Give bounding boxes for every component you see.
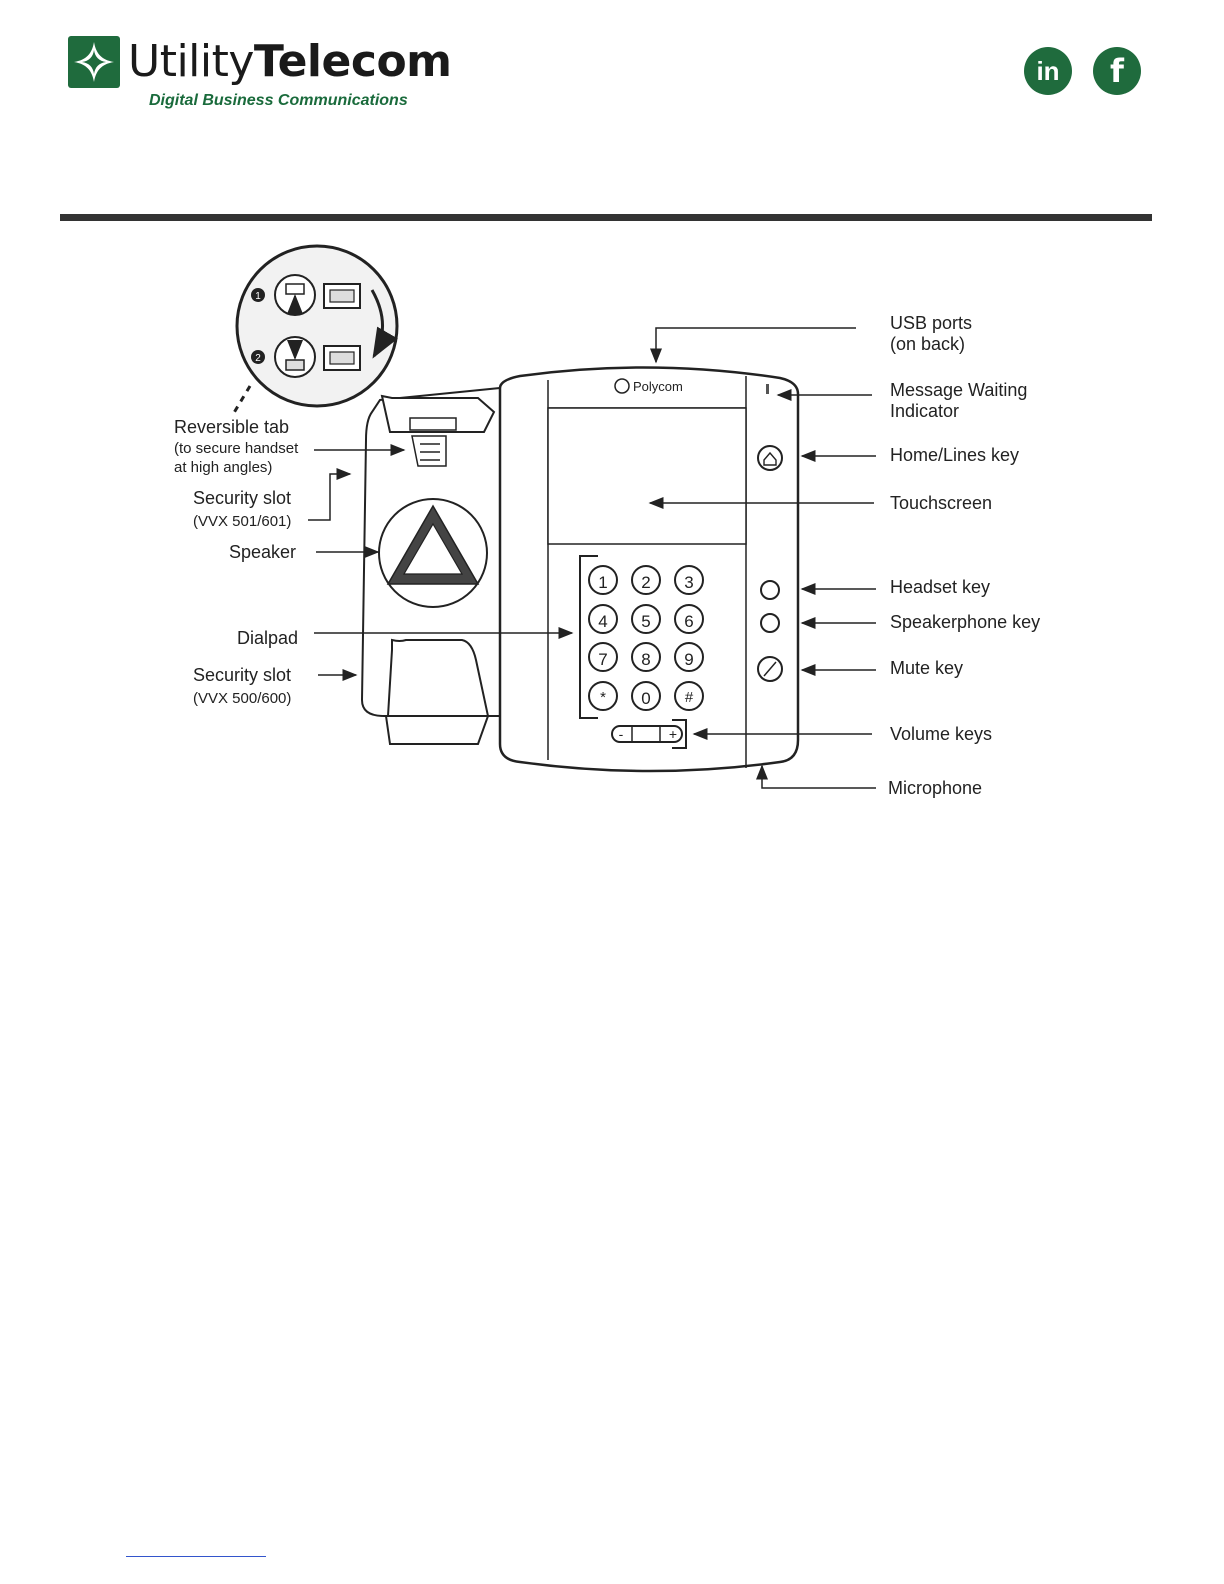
footer-link-underline[interactable]	[126, 1556, 266, 1557]
brand-name: UtilityTelecom	[128, 36, 452, 88]
home-key-icon	[757, 445, 783, 471]
key-hash: #	[685, 689, 694, 706]
inset-step-2: 2	[255, 353, 261, 364]
label-message-waiting-2: Indicator	[890, 401, 959, 421]
key-star: *	[600, 689, 606, 706]
volume-minus: -	[619, 726, 624, 742]
mwi-led	[766, 384, 769, 394]
key-2: 2	[641, 573, 650, 592]
dialpad: 1 2 3 4 5 6 7 8 9 * 0 #	[588, 565, 704, 711]
label-touchscreen: Touchscreen	[890, 493, 992, 513]
headset-key-icon	[760, 580, 780, 600]
label-dialpad: Dialpad	[237, 628, 298, 648]
handset-cradle	[360, 386, 501, 745]
reversible-tab-inset: 1 2	[230, 244, 399, 417]
label-reversible-tab-note1: (to secure handset	[174, 440, 299, 457]
key-6: 6	[684, 612, 693, 631]
label-reversible-tab: Reversible tab	[174, 417, 289, 437]
label-speaker: Speaker	[229, 542, 296, 562]
key-5: 5	[641, 612, 650, 631]
utility-telecom-logo[interactable]: UtilityTelecom Digital Business Communic…	[68, 36, 452, 116]
phone-diagram: 1 2 Polycom	[174, 244, 1040, 798]
facebook-icon[interactable]: f	[1093, 47, 1141, 95]
phone-body: Polycom 1 2 3 4 5 6 7 8	[498, 366, 800, 773]
brand-tagline: Digital Business Communications	[149, 92, 408, 109]
label-speakerphone-key: Speakerphone key	[890, 612, 1040, 632]
label-message-waiting: Message Waiting	[890, 380, 1027, 400]
polycom-logo-icon	[614, 378, 630, 394]
label-security-slot-bottom: Security slot	[193, 665, 291, 685]
key-8: 8	[641, 650, 650, 669]
volume-keys: - +	[611, 719, 687, 749]
label-reversible-tab-note2: at high angles)	[174, 459, 272, 476]
logo-mark-icon	[68, 36, 120, 88]
label-home-lines-key: Home/Lines key	[890, 445, 1019, 465]
page-header: UtilityTelecom Digital Business Communic…	[0, 0, 1224, 230]
label-security-slot-top: Security slot	[193, 488, 291, 508]
header-divider	[60, 214, 1152, 221]
callout-arrows	[308, 327, 876, 789]
key-9: 9	[684, 650, 693, 669]
label-microphone: Microphone	[888, 778, 982, 798]
brand-name-part2: Telecom	[253, 36, 452, 87]
label-usb-ports: USB ports	[890, 313, 972, 333]
volume-plus: +	[669, 726, 677, 742]
label-volume-keys: Volume keys	[890, 724, 992, 744]
brand-name-part1: Utility	[128, 36, 254, 87]
inset-step-1: 1	[255, 291, 261, 302]
key-7: 7	[598, 650, 607, 669]
label-usb-ports-note: (on back)	[890, 334, 965, 354]
label-headset-key: Headset key	[890, 577, 990, 597]
speakerphone-key-icon	[760, 613, 780, 633]
key-4: 4	[598, 612, 607, 631]
label-security-slot-bottom-note: (VVX 500/600)	[193, 690, 291, 707]
key-1: 1	[598, 573, 607, 592]
facebook-label: f	[1110, 52, 1124, 90]
linkedin-label: in	[1036, 55, 1060, 86]
label-security-slot-top-note: (VVX 501/601)	[193, 513, 291, 530]
label-mute-key: Mute key	[890, 658, 963, 678]
phone-brand-label: Polycom	[633, 379, 683, 394]
linkedin-icon[interactable]: in	[1024, 47, 1072, 95]
touchscreen-area	[547, 407, 747, 545]
key-3: 3	[684, 573, 693, 592]
key-0: 0	[641, 689, 650, 708]
